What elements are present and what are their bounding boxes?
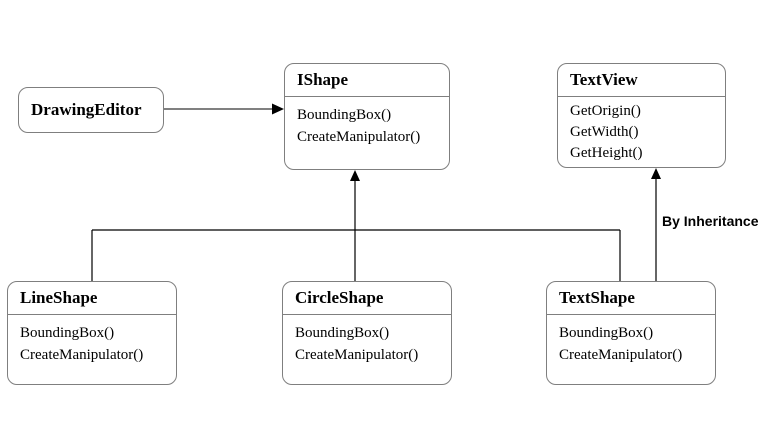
inheritance-arrow-textshape-textview (651, 168, 661, 281)
class-method: CreateManipulator() (295, 347, 419, 363)
class-methods-textshape: BoundingBox() CreateManipulator() (547, 315, 715, 366)
class-method: GetOrigin() (570, 103, 641, 119)
class-title-drawingeditor: DrawingEditor (31, 100, 142, 119)
by-inheritance-label: By Inheritance (662, 213, 759, 229)
class-box-ishape: IShape BoundingBox() CreateManipulator() (284, 63, 450, 170)
class-box-textshape: TextShape BoundingBox() CreateManipulato… (546, 281, 716, 385)
class-title-lineshape: LineShape (8, 282, 176, 315)
class-method: BoundingBox() (559, 325, 654, 341)
class-title-textshape: TextShape (547, 282, 715, 315)
class-method: BoundingBox() (297, 107, 392, 123)
class-method: CreateManipulator() (20, 347, 144, 363)
class-box-circleshape: CircleShape BoundingBox() CreateManipula… (282, 281, 452, 385)
association-drawingeditor-ishape (164, 103, 284, 115)
class-method: BoundingBox() (295, 325, 390, 341)
inheritance-bus (91, 229, 621, 281)
inheritance-arrow-to-ishape (350, 170, 360, 281)
class-method: CreateManipulator() (559, 347, 683, 363)
class-methods-ishape: BoundingBox() CreateManipulator() (285, 97, 449, 148)
class-box-textview: TextView GetOrigin() GetWidth() GetHeigh… (557, 63, 726, 168)
class-method: BoundingBox() (20, 325, 115, 341)
class-methods-circleshape: BoundingBox() CreateManipulator() (283, 315, 451, 366)
class-box-drawingeditor: DrawingEditor (18, 87, 164, 133)
class-box-lineshape: LineShape BoundingBox() CreateManipulato… (7, 281, 177, 385)
class-method: CreateManipulator() (297, 129, 421, 145)
class-methods-textview: GetOrigin() GetWidth() GetHeight() (558, 97, 725, 164)
class-method: GetWidth() (570, 124, 639, 140)
class-title-textview: TextView (558, 64, 725, 97)
class-methods-lineshape: BoundingBox() CreateManipulator() (8, 315, 176, 366)
class-title-ishape: IShape (285, 64, 449, 97)
class-method: GetHeight() (570, 145, 643, 161)
class-title-circleshape: CircleShape (283, 282, 451, 315)
